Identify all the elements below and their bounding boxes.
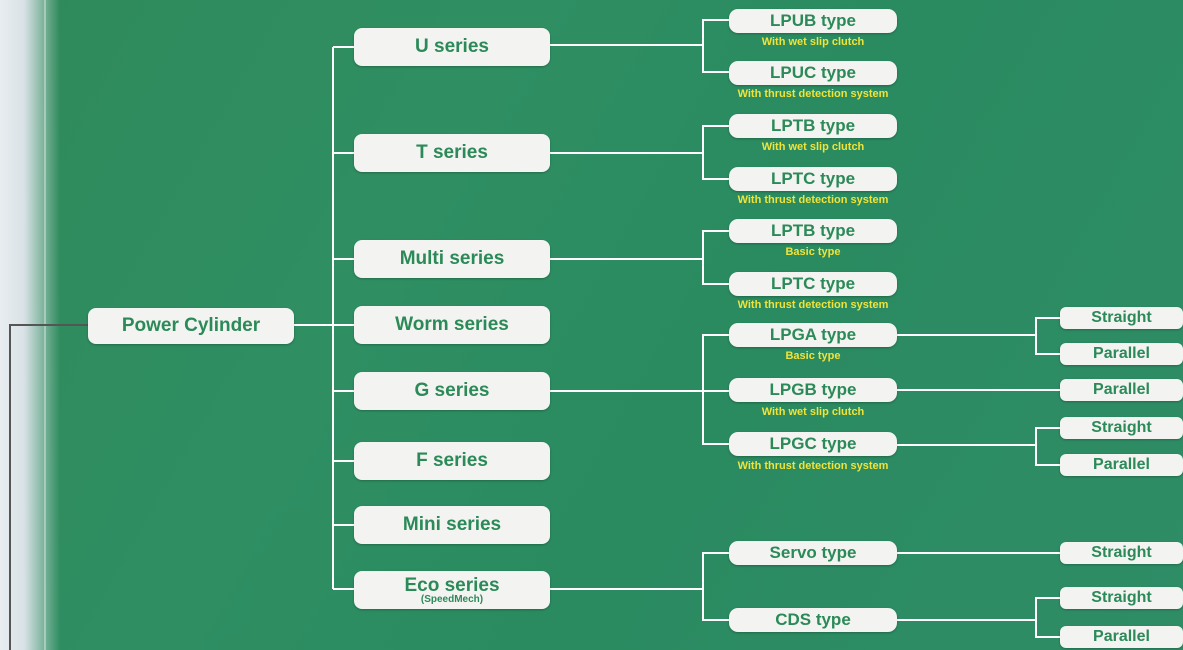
type-node-cds[interactable]: CDS type xyxy=(729,608,897,632)
t-type-bracket xyxy=(702,125,729,180)
type-note-lpgb: With wet slip clutch xyxy=(761,406,865,418)
type-node-lpuc[interactable]: LPUC type xyxy=(729,61,897,85)
cds-end-bracket xyxy=(1035,597,1060,638)
type-note-lpuc: With thrust detection system xyxy=(737,88,889,100)
type-note-lptc-t: With thrust detection system xyxy=(737,194,889,206)
series-node-f[interactable]: F series xyxy=(354,442,550,480)
g-type-bracket xyxy=(702,334,729,445)
end-node-cds-parallel[interactable]: Parallel xyxy=(1060,626,1183,648)
type-note-lptb-multi: Basic type xyxy=(785,246,841,258)
end-node-servo-straight[interactable]: Straight xyxy=(1060,542,1183,564)
lpga-end-bracket xyxy=(1035,317,1060,355)
eco-series-sublabel: (SpeedMech) xyxy=(420,593,484,605)
outer-bracket-line xyxy=(9,324,88,650)
multi-type-bracket xyxy=(702,230,729,285)
u-type-bracket xyxy=(702,19,729,73)
end-node-lpgc-parallel[interactable]: Parallel xyxy=(1060,454,1183,476)
type-node-lpga[interactable]: LPGA type xyxy=(729,323,897,347)
end-node-lpgb-parallel[interactable]: Parallel xyxy=(1060,379,1183,401)
type-node-lptb-multi[interactable]: LPTB type xyxy=(729,219,897,243)
root-node-power-cylinder[interactable]: Power Cylinder xyxy=(88,308,294,344)
series-node-t[interactable]: T series xyxy=(354,134,550,172)
eco-series-label: Eco series xyxy=(404,574,500,596)
series-node-multi[interactable]: Multi series xyxy=(354,240,550,278)
series-node-worm[interactable]: Worm series xyxy=(354,306,550,344)
type-note-lpgc: With thrust detection system xyxy=(737,460,889,472)
end-node-lpga-straight[interactable]: Straight xyxy=(1060,307,1183,329)
type-node-lptb-t[interactable]: LPTB type xyxy=(729,114,897,138)
eco-type-bracket xyxy=(702,552,729,621)
type-node-lptc-multi[interactable]: LPTC type xyxy=(729,272,897,296)
end-node-lpga-parallel[interactable]: Parallel xyxy=(1060,343,1183,365)
end-node-lpgc-straight[interactable]: Straight xyxy=(1060,417,1183,439)
type-node-lpgc[interactable]: LPGC type xyxy=(729,432,897,456)
series-node-eco[interactable]: Eco series (SpeedMech) xyxy=(354,571,550,609)
end-node-cds-straight[interactable]: Straight xyxy=(1060,587,1183,609)
type-node-lptc-t[interactable]: LPTC type xyxy=(729,167,897,191)
type-note-lptc-multi: With thrust detection system xyxy=(737,299,889,311)
series-node-u[interactable]: U series xyxy=(354,28,550,66)
type-node-lpub[interactable]: LPUB type xyxy=(729,9,897,33)
lpgc-end-bracket xyxy=(1035,427,1060,466)
type-note-lpga: Basic type xyxy=(785,350,841,362)
series-node-g[interactable]: G series xyxy=(354,372,550,410)
type-note-lpub: With wet slip clutch xyxy=(761,36,865,48)
type-note-lptb-t: With wet slip clutch xyxy=(761,141,865,153)
series-node-mini[interactable]: Mini series xyxy=(354,506,550,544)
type-node-lpgb[interactable]: LPGB type xyxy=(729,378,897,402)
type-node-servo[interactable]: Servo type xyxy=(729,541,897,565)
